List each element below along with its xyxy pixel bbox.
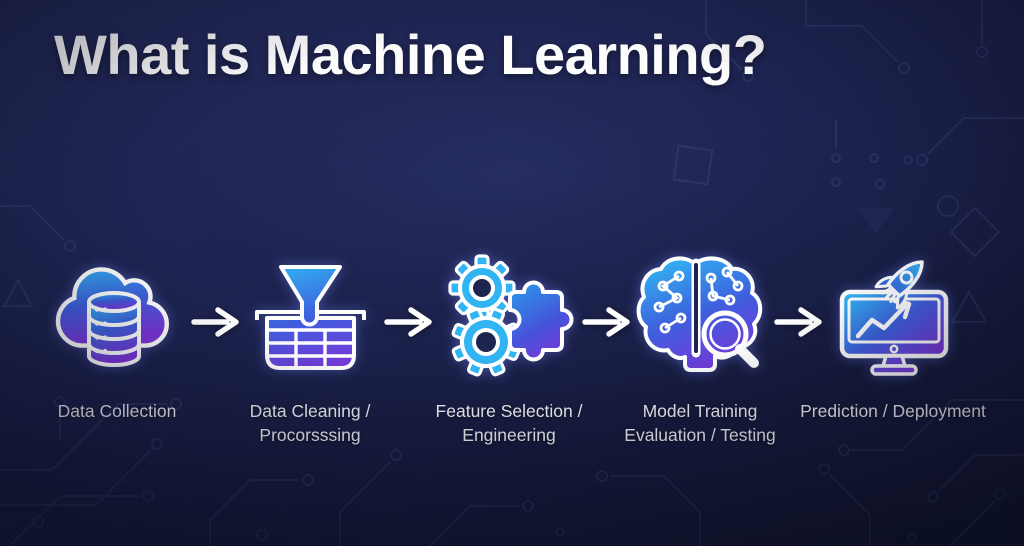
- step-data-cleaning: Data Cleaning / Procorsssing: [205, 250, 415, 447]
- step-label: Model Training Evaluation / Testing: [624, 401, 776, 445]
- flow-arrow-icon: [384, 307, 432, 337]
- step-model-training: Model Training Evaluation / Testing: [595, 250, 805, 447]
- cloud-database-icon: [55, 267, 169, 367]
- funnel-table-icon: [254, 265, 366, 370]
- flow-arrow-icon: [191, 307, 239, 337]
- step-label: Feature Selection / Engineering: [435, 401, 583, 445]
- step-feature-selection: Feature Selection / Engineering: [404, 250, 614, 447]
- step-label: Prediction / Deployment: [800, 401, 986, 421]
- gears-puzzle-icon: [447, 254, 573, 377]
- flow-arrow-icon: [582, 307, 630, 337]
- step-label: Data Collection: [57, 401, 177, 421]
- monitor-rocket-icon: [839, 260, 948, 376]
- page-title: What is Machine Learning?: [54, 23, 767, 86]
- brain-magnifier-icon: [636, 256, 762, 372]
- flow-arrow-icon: [774, 307, 822, 337]
- step-label: Data Cleaning / Procorsssing: [249, 401, 371, 445]
